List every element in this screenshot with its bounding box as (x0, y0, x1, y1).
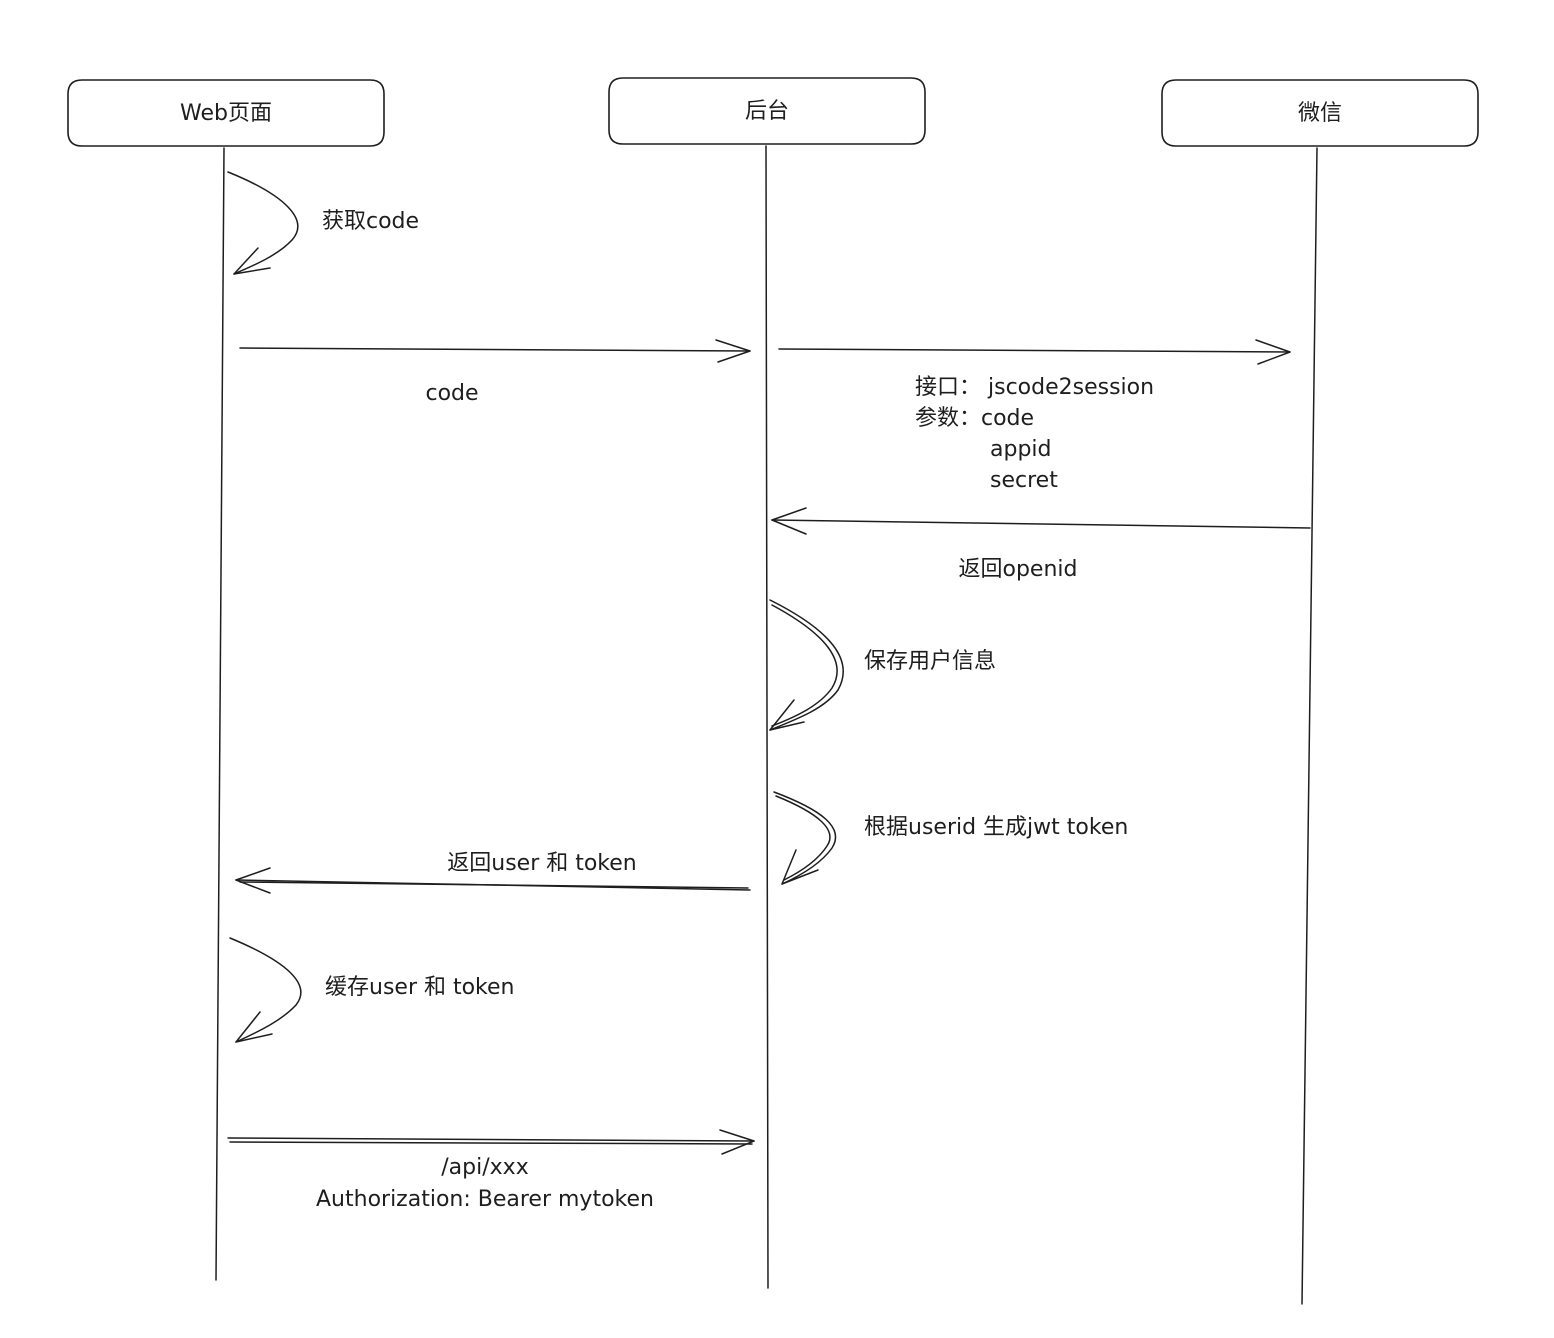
arrow-line-double (239, 881, 749, 889)
actor-wechat-label: 微信 (1298, 101, 1342, 126)
arrow-return-openid (771, 507, 1311, 535)
arrowhead-icon (235, 1011, 273, 1043)
lifeline-web (215, 147, 225, 1281)
arrowhead-icon (771, 507, 807, 535)
label-cache-user-token: 缓存user 和 token (325, 975, 515, 1000)
label-gen-token: 根据userid 生成jwt token (864, 815, 1128, 840)
self-loop-curve (229, 937, 302, 1043)
label-api-param-appid: appid (990, 437, 1052, 462)
self-loop-curve (227, 171, 299, 275)
actor-web-box (67, 79, 385, 147)
lifeline-server (765, 145, 769, 1289)
arrow-api-call (227, 1129, 755, 1155)
label-send-code: code (425, 381, 478, 406)
arrowhead-icon (769, 699, 805, 731)
label-api-param-secret: secret (990, 468, 1058, 493)
actor-wechat-box (1161, 79, 1479, 147)
label-api-call-auth: Authorization: Bearer mytoken (316, 1187, 654, 1212)
self-loop-get-code (227, 171, 299, 275)
actor-web-label: Web页面 (180, 101, 272, 126)
arrowhead-icon (235, 867, 271, 894)
label-api-name: 接口： jscode2session (915, 375, 1154, 400)
label-return-user-token: 返回user 和 token (447, 851, 637, 876)
label-return-openid: 返回openid (959, 557, 1078, 582)
arrow-line-double (229, 1141, 753, 1145)
arrowhead-icon (715, 339, 751, 363)
arrow-line (227, 1137, 755, 1142)
self-loop-curve-double (771, 604, 838, 727)
self-loop-curve (769, 599, 844, 731)
self-loop-curve (773, 791, 837, 885)
self-loop-save-user (769, 599, 844, 731)
self-loop-gen-token (773, 791, 837, 885)
lifeline-wechat (1301, 147, 1318, 1305)
actor-server-box (608, 77, 926, 145)
arrow-jscode2session (778, 339, 1291, 365)
arrow-return-user-token (235, 867, 751, 894)
arrow-send-code (239, 339, 751, 363)
label-get-code: 获取code (322, 209, 419, 234)
label-api-call-path: /api/xxx (441, 1155, 528, 1180)
actor-wechat: 微信 (1161, 79, 1479, 147)
arrow-line (239, 347, 751, 352)
arrowhead-icon (233, 247, 271, 275)
arrowhead-icon (719, 1129, 755, 1155)
label-api-params: 参数：code (915, 406, 1034, 431)
arrowhead-icon (1255, 339, 1291, 365)
self-loop-cache-user-token (229, 937, 302, 1043)
arrow-line (778, 348, 1291, 353)
arrow-line (771, 519, 1311, 529)
self-loop-curve-double (775, 795, 831, 881)
actor-server: 后台 (608, 77, 926, 145)
actor-server-label: 后台 (745, 99, 789, 124)
actor-web: Web页面 (67, 79, 385, 147)
arrowhead-icon (781, 849, 819, 885)
label-save-user: 保存用户信息 (864, 649, 996, 674)
